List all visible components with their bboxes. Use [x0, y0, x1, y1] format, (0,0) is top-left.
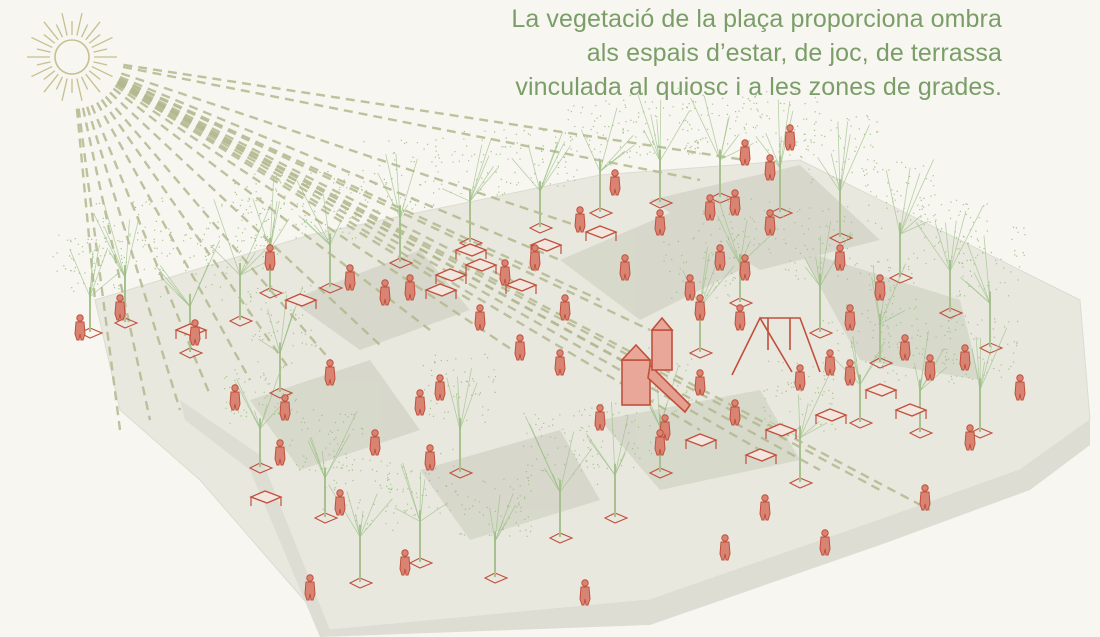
- person-icon: [694, 369, 706, 396]
- tree-icon: [503, 129, 578, 234]
- person-icon: [844, 304, 856, 331]
- tree-icon: [702, 197, 779, 309]
- person-icon: [919, 484, 931, 511]
- person-icon: [334, 489, 346, 516]
- tree-icon: [954, 226, 1026, 354]
- person-icon: [74, 314, 86, 341]
- person-icon: [874, 274, 886, 301]
- caption-line-1: La vegetació de la plaça proporciona omb…: [511, 5, 1002, 33]
- person-icon: [654, 429, 666, 456]
- person-icon: [379, 279, 391, 306]
- plaza-steps: [180, 400, 1090, 637]
- person-icon: [734, 304, 746, 331]
- person-icon: [654, 209, 666, 236]
- person-icon: [594, 404, 606, 431]
- tree-icon: [293, 170, 369, 294]
- person-icon: [324, 359, 336, 386]
- person-icon: [719, 534, 731, 561]
- tree-icon: [862, 159, 936, 284]
- person-icon: [759, 494, 771, 521]
- tree-icon: [944, 314, 1019, 439]
- tree-icon: [622, 87, 699, 209]
- furniture-layer: [174, 225, 928, 506]
- tree-icon: [363, 139, 437, 269]
- person-icon: [609, 169, 621, 196]
- person-icon: [404, 274, 416, 301]
- person-icon: [819, 529, 831, 556]
- tree-icon: [563, 99, 638, 219]
- playground-icon: [620, 316, 821, 414]
- tree-icon: [90, 197, 164, 329]
- person-icon: [414, 389, 426, 416]
- person-icon: [424, 444, 436, 471]
- tree-icon: [459, 478, 532, 584]
- caption-line-3: vinculada al quiosc i a les zones de gra…: [515, 73, 1002, 101]
- tree-icon: [433, 130, 508, 249]
- person-icon: [304, 574, 316, 601]
- person-icon: [764, 209, 776, 236]
- person-icon: [279, 394, 291, 421]
- person-icon: [684, 274, 696, 301]
- person-icon: [264, 244, 276, 271]
- person-icon: [714, 244, 726, 271]
- person-icon: [369, 429, 381, 456]
- person-icon: [619, 254, 631, 281]
- person-icon: [694, 294, 706, 321]
- person-icon: [729, 189, 741, 216]
- person-icon: [729, 399, 741, 426]
- person-icon: [844, 359, 856, 386]
- trees-layer: [52, 87, 1026, 589]
- person-icon: [514, 334, 526, 361]
- tree-icon: [743, 90, 818, 219]
- person-icon: [794, 364, 806, 391]
- person-icon: [559, 294, 571, 321]
- tree-icon: [385, 448, 459, 569]
- person-icon: [764, 154, 776, 181]
- person-icon: [959, 344, 971, 371]
- person-icon: [824, 349, 836, 376]
- person-icon: [499, 259, 511, 286]
- tree-icon: [685, 94, 758, 204]
- person-icon: [924, 354, 936, 381]
- person-icon: [114, 294, 126, 321]
- person-icon: [899, 334, 911, 361]
- person-icon: [474, 304, 486, 331]
- person-icon: [579, 579, 591, 606]
- people-layer: [74, 124, 1026, 606]
- tree-icon: [663, 227, 739, 359]
- person-icon: [274, 439, 286, 466]
- person-icon: [739, 254, 751, 281]
- person-icon: [784, 124, 796, 151]
- person-icon: [189, 319, 201, 346]
- person-icon: [574, 206, 586, 233]
- tree-icon: [422, 353, 496, 479]
- tree-icon: [202, 197, 279, 327]
- tree-icon: [224, 361, 298, 474]
- tree-icon: [913, 199, 988, 319]
- tree-icon: [803, 113, 879, 244]
- tree-icon: [578, 401, 652, 524]
- person-icon: [739, 139, 751, 166]
- caption-line-2: als espais d’estar, de joc, de terrassa: [586, 39, 1002, 67]
- person-icon: [399, 549, 411, 576]
- person-icon: [834, 244, 846, 271]
- person-icon: [344, 264, 356, 291]
- person-icon: [229, 384, 241, 411]
- tree-icon: [153, 227, 228, 359]
- person-icon: [554, 349, 566, 376]
- person-icon: [704, 194, 716, 221]
- tree-icon: [523, 412, 599, 544]
- tree-icon: [289, 409, 364, 524]
- person-icon: [964, 424, 976, 451]
- person-icon: [529, 244, 541, 271]
- caption-text: La vegetació de la plaça proporciona omb…: [511, 2, 1002, 104]
- sun-icon: [27, 12, 117, 102]
- person-icon: [434, 374, 446, 401]
- person-icon: [1014, 374, 1026, 401]
